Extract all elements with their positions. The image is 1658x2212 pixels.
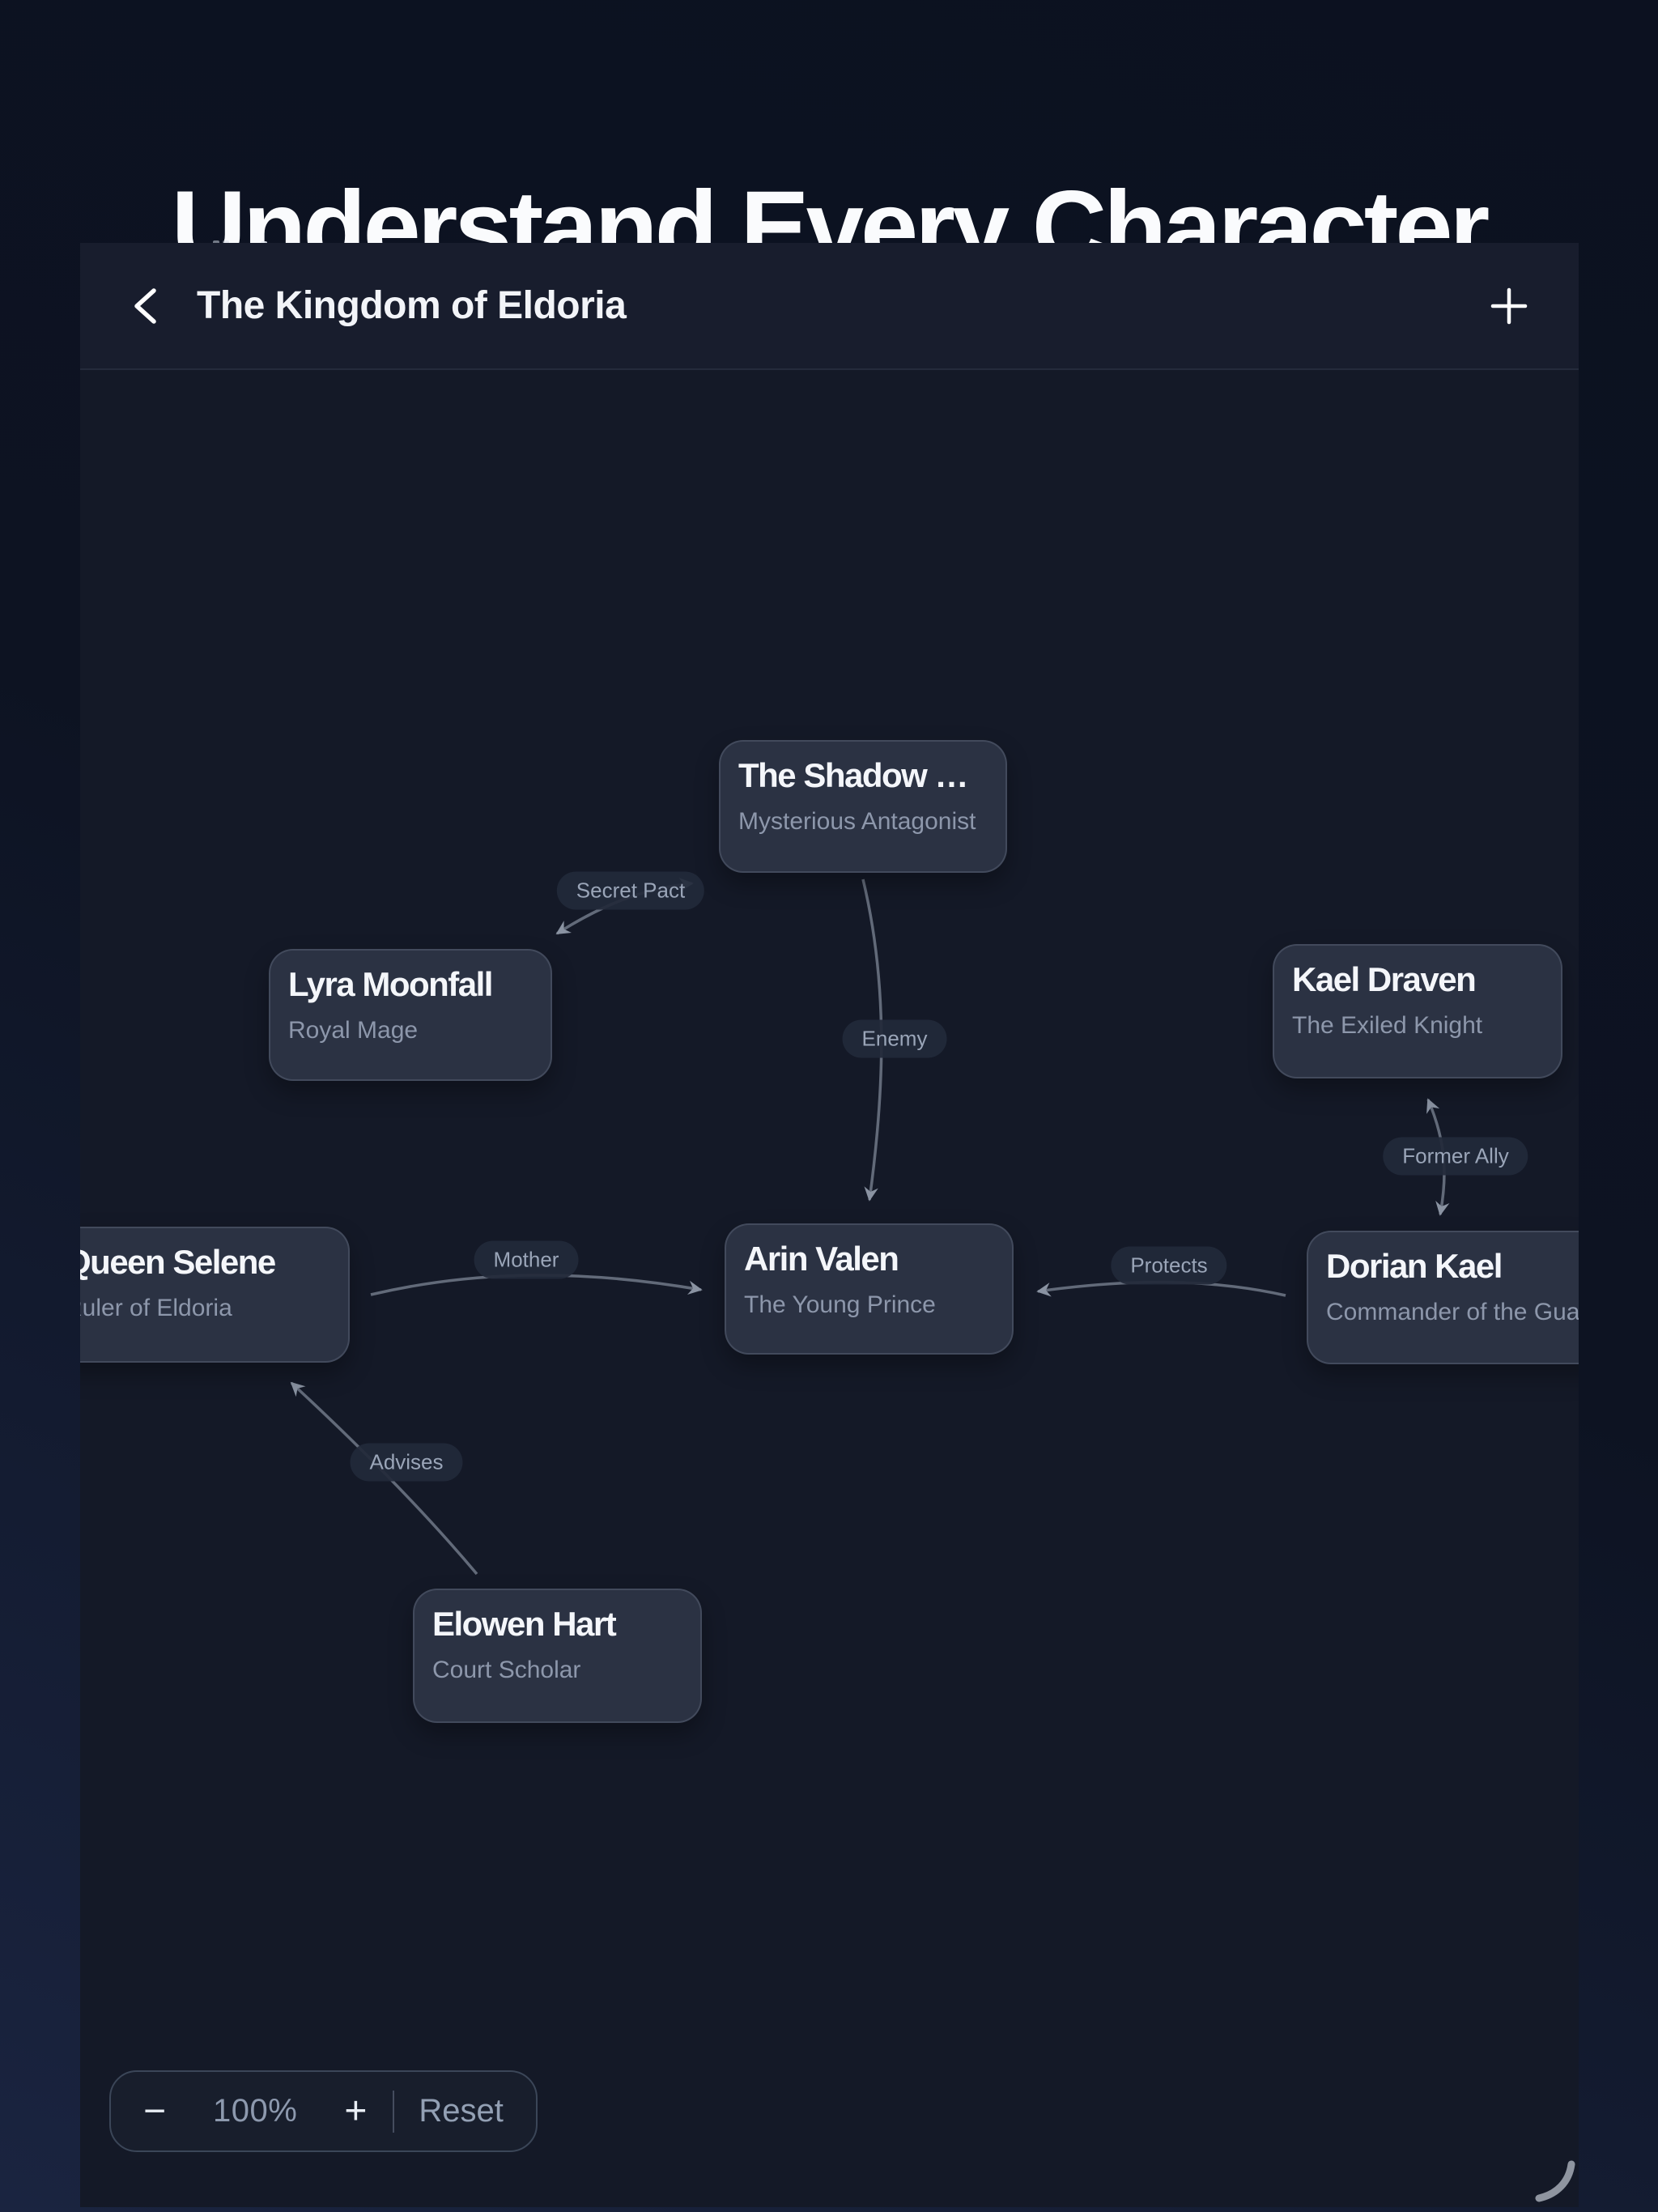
edge-label-advises[interactable]: Advises (350, 1443, 463, 1482)
graph-canvas[interactable]: − 100% + Reset The Shadow Ki... Mysteriou… (80, 370, 1579, 2207)
corner-swoosh (1535, 2160, 1575, 2202)
character-role: Commander of the Guard (1326, 1299, 1579, 1325)
app-panel: The Kingdom of Eldoria − 100% + (80, 243, 1579, 2207)
character-name: Kael Draven (1292, 960, 1477, 998)
character-role: Court Scholar (432, 1657, 581, 1683)
edge-label-mother[interactable]: Mother (474, 1240, 579, 1279)
edge-label-secret-pact[interactable]: Secret Pact (556, 871, 705, 910)
edge-label-former-ally[interactable]: Former Ally (1383, 1137, 1528, 1176)
character-role: Mysterious Antagonist (738, 808, 976, 835)
character-name: The Shadow Ki... (738, 756, 988, 794)
character-name: Elowen Hart (432, 1605, 617, 1643)
app-header: The Kingdom of Eldoria (80, 243, 1579, 370)
add-character-button[interactable] (1490, 287, 1528, 325)
chevron-left-icon (130, 286, 159, 326)
character-name: Queen Selene (80, 1243, 276, 1281)
reset-zoom-button[interactable]: Reset (419, 2093, 504, 2129)
zoom-out-button[interactable]: − (143, 2089, 167, 2133)
edge-label-enemy[interactable]: Enemy (842, 1019, 947, 1058)
character-role: Ruler of Eldoria (80, 1295, 232, 1321)
character-role: Royal Mage (288, 1017, 419, 1044)
zoom-level: 100% (213, 2093, 298, 2129)
plus-icon (1490, 287, 1528, 325)
character-name: Dorian Kael (1326, 1247, 1503, 1285)
edge-label-protects[interactable]: Protects (1111, 1246, 1227, 1285)
character-role: The Young Prince (744, 1291, 936, 1318)
project-title: The Kingdom of Eldoria (197, 284, 627, 327)
zoom-toolbar: − 100% + Reset (109, 2070, 538, 2152)
zoom-in-button[interactable]: + (344, 2089, 368, 2133)
back-button[interactable] (130, 286, 159, 326)
toolbar-divider (393, 2090, 395, 2133)
character-name: Arin Valen (744, 1240, 899, 1278)
character-role: The Exiled Knight (1292, 1012, 1483, 1039)
character-node-the-shadow-king[interactable]: The Shadow Ki... Mysterious Antagonist (719, 740, 1007, 873)
character-name: Lyra Moonfall (288, 965, 493, 1003)
